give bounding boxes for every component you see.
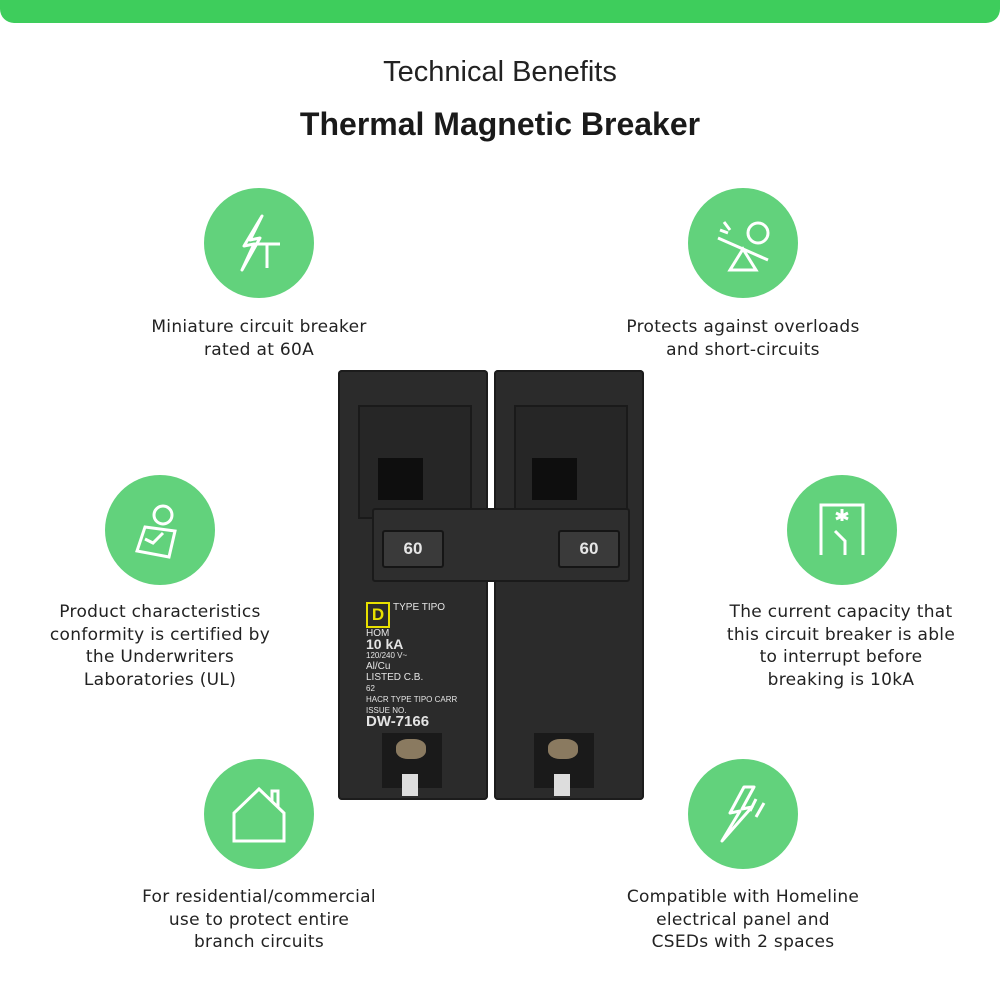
amp-rating-left: 60 bbox=[382, 530, 444, 568]
seesaw-balance-icon bbox=[688, 188, 798, 298]
handle-tie-bar: 60 60 bbox=[372, 508, 630, 582]
certified-document-icon bbox=[105, 475, 215, 585]
amp-rating-right: 60 bbox=[558, 530, 620, 568]
breaker-pole-right bbox=[494, 370, 644, 800]
lightning-bolts-icon bbox=[688, 759, 798, 869]
brand-logo: D bbox=[366, 602, 390, 628]
page-title: Thermal Magnetic Breaker bbox=[299, 106, 701, 142]
breaker-pole-left bbox=[338, 370, 488, 800]
top-accent-bar bbox=[0, 0, 1000, 23]
page-subtitle: Technical Benefits bbox=[383, 56, 617, 88]
house-icon bbox=[204, 759, 314, 869]
breaker-switch-icon bbox=[787, 475, 897, 585]
lightning-pole-icon bbox=[204, 188, 314, 298]
